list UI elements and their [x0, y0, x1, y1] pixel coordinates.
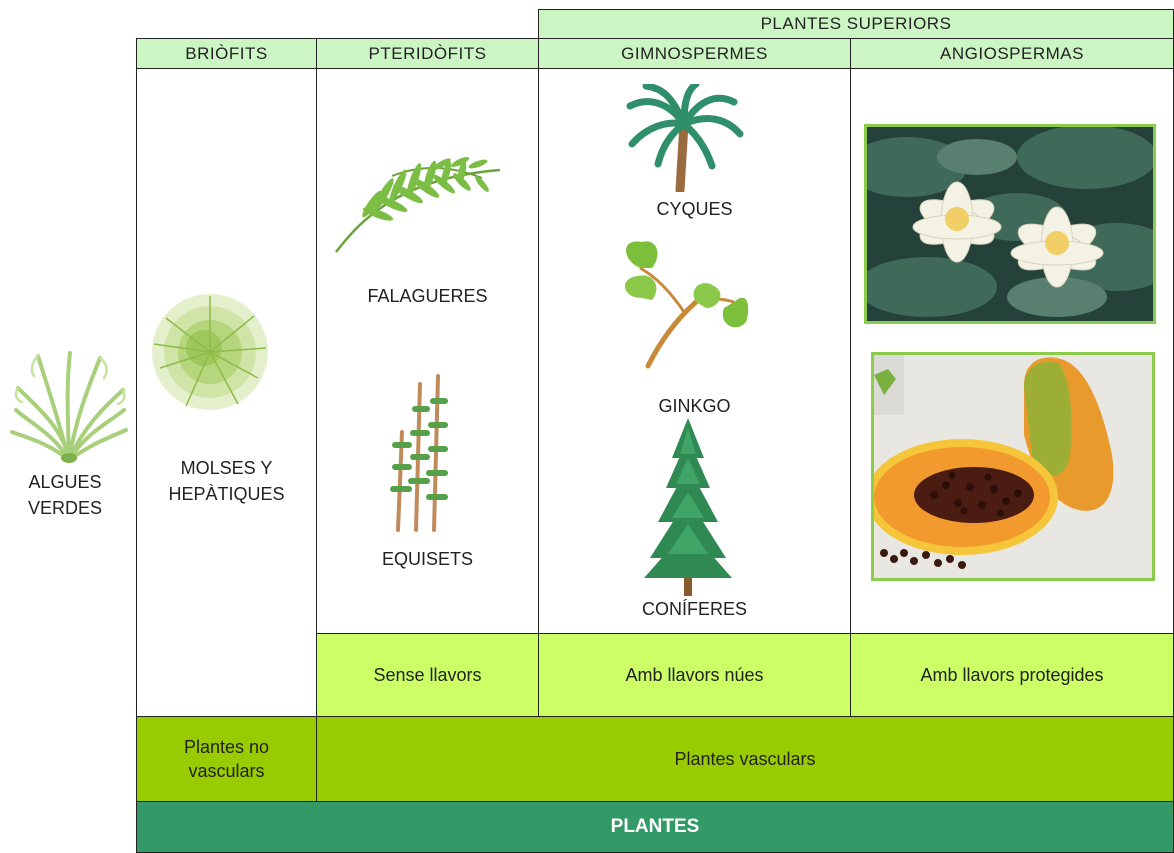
water-lily-photo — [864, 124, 1156, 324]
header-briofits-label: BRIÒFITS — [185, 44, 267, 64]
moss-illustration — [146, 288, 274, 416]
band-plantes-label: PLANTES — [611, 816, 700, 838]
header-pteridofits: PTERIDÒFITS — [316, 38, 539, 69]
band-plantes-vasculars-label: Plantes vasculars — [674, 749, 815, 770]
label-ginkgo: GINKGO — [538, 394, 851, 418]
band-llavors-protegides: Amb llavors protegides — [850, 633, 1174, 717]
band-llavors-protegides-label: Amb llavors protegides — [920, 665, 1103, 686]
header-gimnospermes-label: GIMNOSPERMES — [621, 44, 768, 64]
header-briofits: BRIÒFITS — [136, 38, 317, 69]
header-angiospermas: ANGIOSPERMAS — [850, 38, 1174, 69]
label-coniferes: CONÍFERES — [538, 597, 851, 621]
label-equisets: EQUISETS — [316, 547, 539, 571]
band-llavors-nues-label: Amb llavors núes — [625, 665, 763, 686]
header-plantes-superiors-label: PLANTES SUPERIORS — [761, 14, 952, 34]
algae-illustration — [8, 348, 130, 466]
ginkgo-illustration — [618, 238, 754, 370]
header-pteridofits-label: PTERIDÒFITS — [369, 44, 487, 64]
horsetail-illustration — [384, 372, 454, 534]
fern-illustration — [332, 148, 506, 256]
band-llavors-nues: Amb llavors núes — [538, 633, 851, 717]
papaya-half — [874, 439, 1058, 555]
header-plantes-superiors: PLANTES SUPERIORS — [538, 9, 1174, 39]
band-plantes-no-vasculars-label: Plantes no vasculars — [184, 735, 269, 783]
band-plantes-vasculars: Plantes vasculars — [316, 716, 1174, 802]
cycad-illustration — [622, 84, 746, 192]
header-angiospermas-label: ANGIOSPERMAS — [940, 44, 1084, 64]
band-sense-llavors-label: Sense llavors — [373, 665, 481, 686]
conifer-illustration — [642, 418, 734, 596]
band-plantes: PLANTES — [136, 801, 1174, 853]
label-molses-hepatiques: MOLSES Y HEPÀTIQUES — [136, 455, 317, 507]
papaya-photo — [871, 352, 1155, 581]
label-cyques: CYQUES — [538, 197, 851, 221]
band-sense-llavors: Sense llavors — [316, 633, 539, 717]
band-plantes-no-vasculars: Plantes no vasculars — [136, 716, 317, 802]
label-algues-verdes: ALGUES VERDES — [6, 469, 124, 521]
header-gimnospermes: GIMNOSPERMES — [538, 38, 851, 69]
label-falagueres: FALAGUERES — [316, 284, 539, 308]
